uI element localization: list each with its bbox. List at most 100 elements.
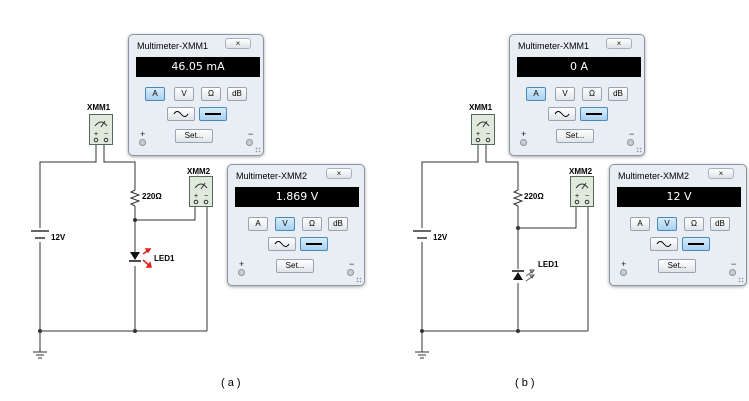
settings-button[interactable]: Set...	[175, 129, 213, 143]
wire-top-left-b	[421, 145, 479, 228]
xmm1-icon-b[interactable]: + −	[471, 114, 495, 145]
mode-button-ohms[interactable]: Ω	[302, 217, 322, 231]
minus-terminal[interactable]	[347, 269, 354, 276]
wire-xmm2-plus-a	[135, 205, 196, 221]
dc-button[interactable]	[580, 107, 608, 121]
svg-text:+: +	[575, 193, 579, 200]
minus-terminal[interactable]	[729, 269, 736, 276]
multimeter-window-xmm1-b[interactable]: Multimeter-XMM1 × 0 A A V Ω dB Set... + …	[509, 34, 645, 156]
led-label-a: LED1	[154, 254, 175, 263]
window-title: Multimeter-XMM1	[137, 41, 209, 51]
circuit-a	[31, 145, 208, 359]
mode-button-volts[interactable]: V	[657, 217, 677, 231]
window-title: Multimeter-XMM2	[618, 171, 690, 181]
mode-button-amps[interactable]: A	[145, 87, 165, 101]
dc-button[interactable]	[199, 107, 227, 121]
wire-top-left-a	[39, 145, 97, 228]
resistor-zigzag-a	[129, 189, 141, 207]
multimeter-window-xmm2-b[interactable]: Multimeter-XMM2 × 12 V A V Ω dB Set... +…	[609, 164, 747, 286]
mode-button-ohms[interactable]: Ω	[201, 87, 221, 101]
resize-grip-icon[interactable]	[738, 277, 744, 283]
minus-terminal-label: −	[349, 259, 355, 269]
minus-terminal[interactable]	[627, 139, 634, 146]
close-button[interactable]: ×	[708, 168, 734, 179]
minus-terminal-label: −	[629, 129, 635, 139]
mode-button-ohms[interactable]: Ω	[684, 217, 704, 231]
mode-button-amps[interactable]: A	[248, 217, 268, 231]
svg-text:+: +	[194, 193, 198, 200]
source-label-b: 12V	[433, 233, 448, 242]
plus-terminal-label: +	[239, 259, 245, 269]
mode-button-db[interactable]: dB	[328, 217, 348, 231]
xmm2-icon-a[interactable]: + −	[189, 176, 213, 207]
plus-terminal-label: +	[140, 129, 146, 139]
ac-button[interactable]	[548, 107, 576, 121]
resize-grip-icon[interactable]	[255, 147, 261, 153]
plus-terminal[interactable]	[620, 269, 627, 276]
dc-line-icon	[688, 243, 704, 245]
mode-button-db[interactable]: dB	[608, 87, 628, 101]
svg-text:+: +	[94, 131, 98, 138]
ac-button[interactable]	[650, 237, 678, 251]
resize-grip-icon[interactable]	[636, 147, 642, 153]
source-label-a: 12V	[51, 233, 66, 242]
resistor-label-b: 220Ω	[524, 192, 544, 201]
close-button[interactable]: ×	[606, 38, 632, 49]
svg-text:−: −	[204, 193, 208, 200]
resistor-zigzag-b	[512, 189, 524, 207]
led-a-symbol	[129, 248, 152, 268]
svg-text:−: −	[104, 131, 108, 138]
mode-button-db[interactable]: dB	[710, 217, 730, 231]
mode-button-amps[interactable]: A	[630, 217, 650, 231]
multimeter-window-xmm1-a[interactable]: Multimeter-XMM1 × 46.05 mA A V Ω dB Set.…	[128, 34, 264, 156]
multimeter-icon: + −	[574, 182, 590, 205]
panel-caption-b: ( b )	[515, 377, 535, 389]
mode-button-amps[interactable]: A	[526, 87, 546, 101]
settings-button[interactable]: Set...	[556, 129, 594, 143]
xmm1-icon-a[interactable]: + −	[89, 114, 113, 145]
sine-wave-icon	[656, 241, 672, 247]
sine-wave-icon	[554, 111, 570, 117]
reading-display: 1.869 V	[235, 187, 359, 207]
xmm2-icon-b[interactable]: + −	[570, 176, 594, 207]
led-label-b: LED1	[538, 260, 559, 269]
xmm1-icon-label-a: XMM1	[87, 103, 111, 112]
plus-terminal-label: +	[621, 259, 627, 269]
plus-terminal[interactable]	[520, 139, 527, 146]
plus-terminal[interactable]	[139, 139, 146, 146]
settings-button[interactable]: Set...	[276, 259, 314, 273]
ac-button[interactable]	[268, 237, 296, 251]
resize-grip-icon[interactable]	[356, 277, 362, 283]
plus-terminal[interactable]	[238, 269, 245, 276]
led-b-light-arrows	[525, 269, 535, 282]
ac-button[interactable]	[167, 107, 195, 121]
window-title: Multimeter-XMM1	[518, 41, 590, 51]
wire-xmm1-to-resistor-a	[103, 145, 136, 190]
close-button[interactable]: ×	[326, 168, 352, 179]
close-button[interactable]: ×	[225, 38, 251, 49]
dc-line-icon	[586, 113, 602, 115]
dc-line-icon	[306, 243, 322, 245]
dc-button[interactable]	[682, 237, 710, 251]
xmm2-icon-label-a: XMM2	[187, 167, 211, 176]
settings-button[interactable]: Set...	[658, 259, 696, 273]
wire-xmm2-plus-b	[518, 205, 577, 229]
minus-terminal[interactable]	[246, 139, 253, 146]
reading-display: 12 V	[617, 187, 741, 207]
resistor-label-a: 220Ω	[142, 192, 162, 201]
mode-button-db[interactable]: dB	[227, 87, 247, 101]
minus-terminal-label: −	[248, 129, 254, 139]
mode-button-volts[interactable]: V	[275, 217, 295, 231]
reading-display: 0 A	[517, 57, 641, 77]
dc-line-icon	[205, 113, 221, 115]
multimeter-window-xmm2-a[interactable]: Multimeter-XMM2 × 1.869 V A V Ω dB Set..…	[227, 164, 365, 286]
window-title: Multimeter-XMM2	[236, 171, 308, 181]
mode-button-ohms[interactable]: Ω	[582, 87, 602, 101]
svg-text:−: −	[486, 131, 490, 138]
dc-button[interactable]	[300, 237, 328, 251]
sine-wave-icon	[173, 111, 189, 117]
minus-terminal-label: −	[731, 259, 737, 269]
mode-button-volts[interactable]: V	[555, 87, 575, 101]
mode-button-volts[interactable]: V	[174, 87, 194, 101]
